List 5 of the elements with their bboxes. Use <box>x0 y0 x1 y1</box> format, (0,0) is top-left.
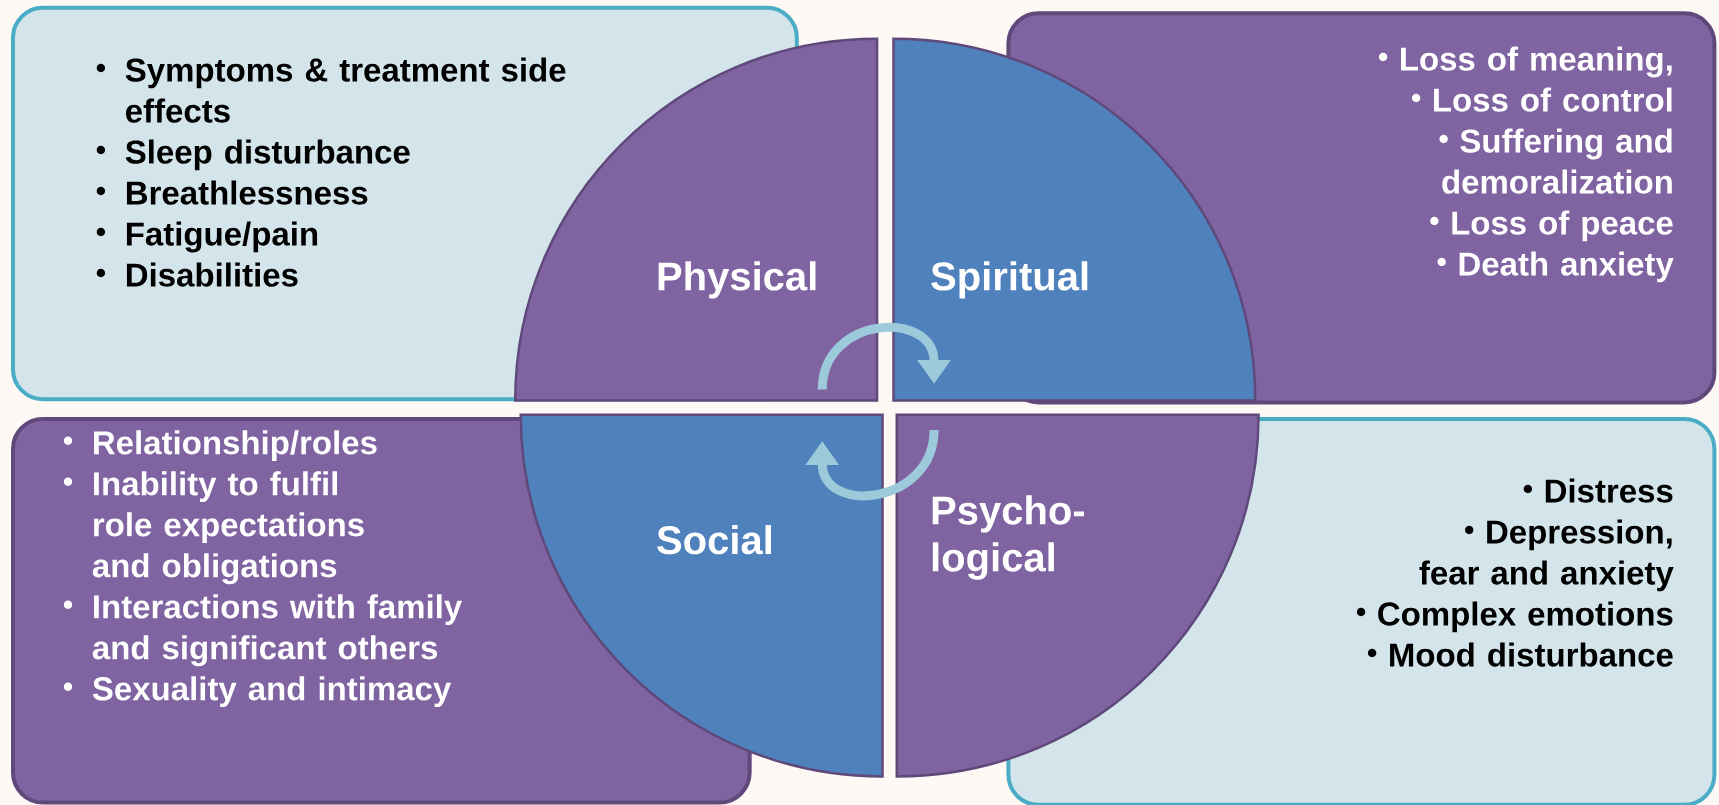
quadrant-segment: Psycho- logical <box>895 413 1260 778</box>
curved-arrow <box>817 322 951 391</box>
curved-arrow <box>805 429 939 501</box>
quadrant-segment: Social <box>519 413 884 778</box>
quadrant-segment: Spiritual <box>892 37 1257 402</box>
